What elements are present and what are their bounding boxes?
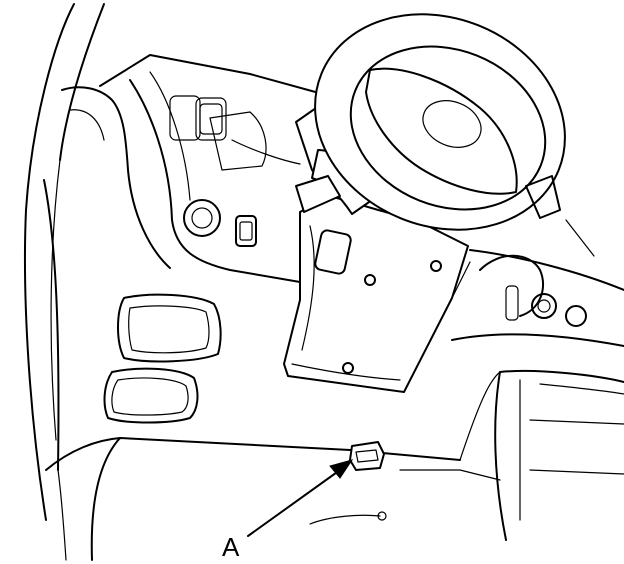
left-lower-vents <box>103 293 222 424</box>
lower-dash-edge <box>45 437 461 561</box>
center-dash <box>399 249 624 541</box>
dashboard-upper <box>99 54 331 283</box>
left-dash-panel <box>43 86 171 471</box>
left-dash-controls <box>183 199 257 247</box>
steering-wheel <box>314 13 595 257</box>
steering-column-bracket <box>283 195 471 393</box>
callout-label-a: A <box>222 532 240 562</box>
component-a <box>349 441 385 471</box>
callout-a: A <box>222 459 354 562</box>
a-pillar <box>23 3 105 521</box>
